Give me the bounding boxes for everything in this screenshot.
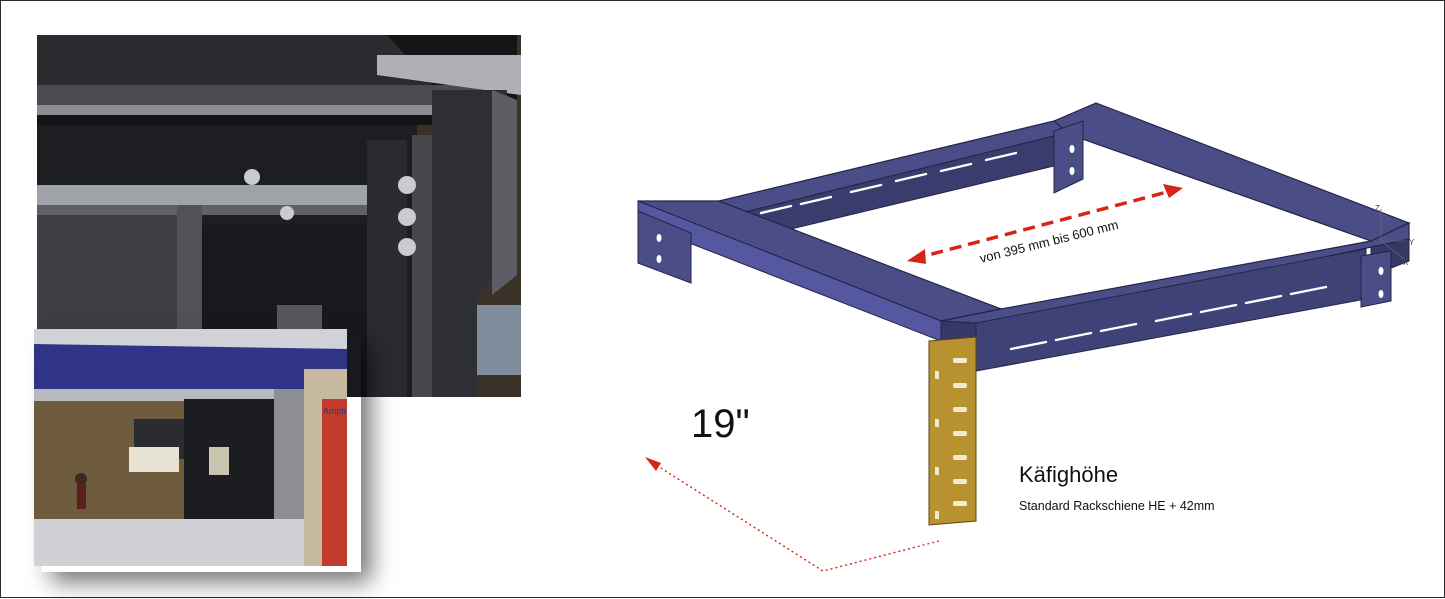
- axis-x-label: X: [1403, 258, 1409, 267]
- bracket-hole: [1378, 290, 1384, 298]
- rail-slots: [759, 151, 1328, 351]
- axis-triad: [1380, 209, 1406, 260]
- bracket-hole: [656, 234, 662, 242]
- cage-height-label: Käfighöhe: [1019, 462, 1119, 487]
- bracket-right: [1360, 250, 1392, 308]
- bracket-hole: [1069, 145, 1075, 153]
- bracket-hole: [656, 255, 662, 263]
- range-arrow-line: [912, 189, 1172, 261]
- rack-photo-main: [37, 35, 521, 397]
- range-arrow-head-right: [1163, 184, 1183, 198]
- bracket-hole: [1378, 267, 1384, 275]
- rack-rail-holes: [935, 358, 967, 519]
- rack-rail-gold: [928, 336, 977, 526]
- size-arrow-line: [652, 462, 940, 572]
- range-arrow-head-left: [907, 249, 926, 264]
- bracket-left: [637, 210, 692, 284]
- inset-sign-text: Ampli: [323, 406, 346, 416]
- axis-y-label: Y: [1409, 238, 1415, 247]
- size-arrow-head: [645, 457, 661, 471]
- axis-z-label: Z: [1375, 204, 1380, 213]
- bracket-back-right: [1053, 120, 1084, 194]
- cage-height-sublabel: Standard Rackschiene HE + 42mm: [1019, 499, 1215, 513]
- rack-photo-inset: Ampli: [34, 329, 347, 566]
- size-label: 19": [691, 402, 750, 446]
- bracket-hole: [1069, 167, 1075, 175]
